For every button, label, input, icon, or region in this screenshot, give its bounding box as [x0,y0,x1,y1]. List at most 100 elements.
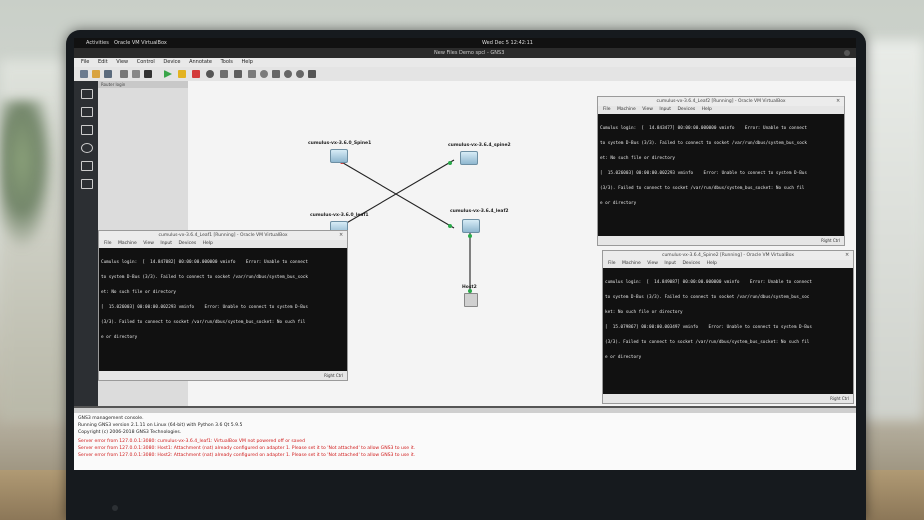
ellipse-icon[interactable] [260,70,268,78]
close-icon[interactable]: × [836,98,841,104]
window-title: New Files Demo spcl - GNS3 [434,50,505,56]
zoom-in-icon[interactable] [284,70,292,78]
vbox-menu-devices[interactable]: Devices [178,241,197,246]
menu-edit[interactable]: Edit [97,59,108,65]
vbox-menu: File Machine View Input Devices Help [598,106,844,114]
host-key-label: Right Ctrl [830,396,849,401]
snapshot-icon[interactable] [132,70,140,78]
vbox-title: cumulus-vx-3.6.4_Leaf1 [Running] - Oracl… [99,231,347,240]
close-icon[interactable]: × [845,252,850,258]
image-icon[interactable] [234,70,242,78]
vbox-menu-file[interactable]: File [603,107,611,112]
screenshot-icon[interactable] [308,70,316,78]
vbox-menu-view[interactable]: View [642,107,653,112]
terminal-line: e or directory [101,335,138,340]
vbox-menu-devices[interactable]: Devices [682,261,701,266]
switch-spine1-icon[interactable] [330,149,348,163]
vbox-menu: File Machine View Input Devices Help [99,240,347,248]
terminal-line: [ 15.026003] 00:00:00.002293 vminfo Erro… [101,305,308,310]
vbox-menu-machine[interactable]: Machine [616,107,636,112]
reload-all-icon[interactable] [206,70,214,78]
port-status-dot [448,161,452,165]
terminal-line: e or directory [605,355,642,360]
terminal-line: to system D-Bus (3/3). Failed to connect… [605,295,810,300]
close-icon[interactable]: × [339,232,344,238]
rectangle-icon[interactable] [248,70,256,78]
suspend-all-icon[interactable] [178,70,186,78]
os-top-bar: Activities Oracle VM VirtualBox Wed Dec … [74,38,856,48]
vbox-menu-file[interactable]: File [104,241,112,246]
console-line: Copyright (c) 2006-2018 GNS3 Technologie… [78,430,182,435]
menu-help[interactable]: Help [241,59,253,65]
vbox-menu-machine[interactable]: Machine [117,241,137,246]
vbox-status-bar: Right Ctrl [99,371,347,380]
all-devices-icon[interactable] [81,161,93,171]
switch-spine2-icon[interactable] [460,151,478,165]
vbox-menu-help[interactable]: Help [706,261,717,266]
vbox-window-leaf1[interactable]: cumulus-vx-3.6.4_Leaf1 [Running] - Oracl… [98,230,348,381]
new-project-icon[interactable] [80,70,88,78]
port-status-dot [448,224,452,228]
node-label-spine1: cumulus-vx-3.6.0_Spine1 [308,141,372,146]
vm-terminal[interactable]: Cumulus login: [ 14.843477] 00:00:00.000… [600,116,842,216]
zoom-out-icon[interactable] [296,70,304,78]
vbox-menu-view[interactable]: View [647,261,658,266]
save-icon[interactable] [104,70,112,78]
vm-terminal[interactable]: Cumulus login: [ 14.847082] 00:00:00.000… [101,250,345,350]
node-label-spine2: cumulus-vx-3.6.4_spine2 [448,143,511,148]
gns3-toolbar [74,67,856,82]
menu-tools[interactable]: Tools [220,59,233,65]
stop-all-icon[interactable] [192,70,200,78]
history-icon[interactable] [120,70,128,78]
link-spine2-leaf1[interactable] [337,159,455,229]
vbox-menu-file[interactable]: File [608,261,616,266]
end-devices-icon[interactable] [81,125,93,135]
start-all-icon[interactable] [164,70,172,78]
terminal-line: et: No such file or directory [101,290,177,295]
terminal-line: [ 15.026003] 00:00:00.002293 vminfo Erro… [600,171,807,176]
active-app-name[interactable]: Oracle VM VirtualBox [114,40,167,46]
close-icon[interactable] [844,50,850,56]
gns3-console[interactable]: GNS3 management console. Running GNS3 ve… [74,406,856,470]
vm-terminal[interactable]: cumulus login: [ 14.849087] 00:00:00.000… [605,270,851,370]
switch-leaf2-icon[interactable] [462,219,480,233]
terminal-line: (3/3). Failed to connect to socket /var/… [600,186,805,191]
vbox-title: cumulus-vx-3.6.4_Spine2 [Running] - Orac… [603,251,853,260]
vbox-menu-help[interactable]: Help [701,107,712,112]
clock[interactable]: Wed Dec 5 12:42:11 [482,40,533,46]
open-folder-icon[interactable] [92,70,100,78]
vbox-menu-view[interactable]: View [143,241,154,246]
console-line: GNS3 management console. [78,416,144,421]
vbox-window-leaf2[interactable]: cumulus-vx-3.6.4_Leaf2 [Running] - Oracl… [597,96,845,246]
vbox-menu-input[interactable]: Input [659,107,672,112]
menu-annotate[interactable]: Annotate [189,59,212,65]
menu-file[interactable]: File [81,59,90,65]
console-header [74,408,856,413]
menu-control[interactable]: Control [136,59,155,65]
add-link-icon[interactable] [81,179,93,189]
security-devices-icon[interactable] [81,143,93,153]
vbox-menu-input[interactable]: Input [664,261,677,266]
vbox-menu-devices[interactable]: Devices [677,107,696,112]
console-icon[interactable] [144,70,152,78]
terminal-line: ket: No such file or directory [605,310,683,315]
vbox-menu-input[interactable]: Input [160,241,173,246]
note-icon[interactable] [220,70,228,78]
menu-view[interactable]: View [116,59,129,65]
vbox-menu-machine[interactable]: Machine [621,261,641,266]
menu-device[interactable]: Device [163,59,181,65]
switches-icon[interactable] [81,107,93,117]
terminal-line: (3/3). Failed to connect to socket /var/… [605,340,810,345]
terminal-line: et: No such file or directory [600,156,676,161]
vbox-menu-help[interactable]: Help [202,241,213,246]
terminal-line: e or directory [600,201,637,206]
console-line: Running GNS3 version 2.1.11 on Linux (64… [78,423,243,428]
host2-computer-icon[interactable] [464,293,478,307]
host-key-label: Right Ctrl [821,238,840,243]
console-error-line: Server error from 127.0.0.1:3080: Host2:… [78,453,416,458]
fit-view-icon[interactable] [272,70,280,78]
routers-icon[interactable] [81,89,93,99]
host-key-label: Right Ctrl [324,373,343,378]
activities-button[interactable]: Activities [86,40,109,46]
vbox-window-spine2[interactable]: cumulus-vx-3.6.4_Spine2 [Running] - Orac… [602,250,854,404]
